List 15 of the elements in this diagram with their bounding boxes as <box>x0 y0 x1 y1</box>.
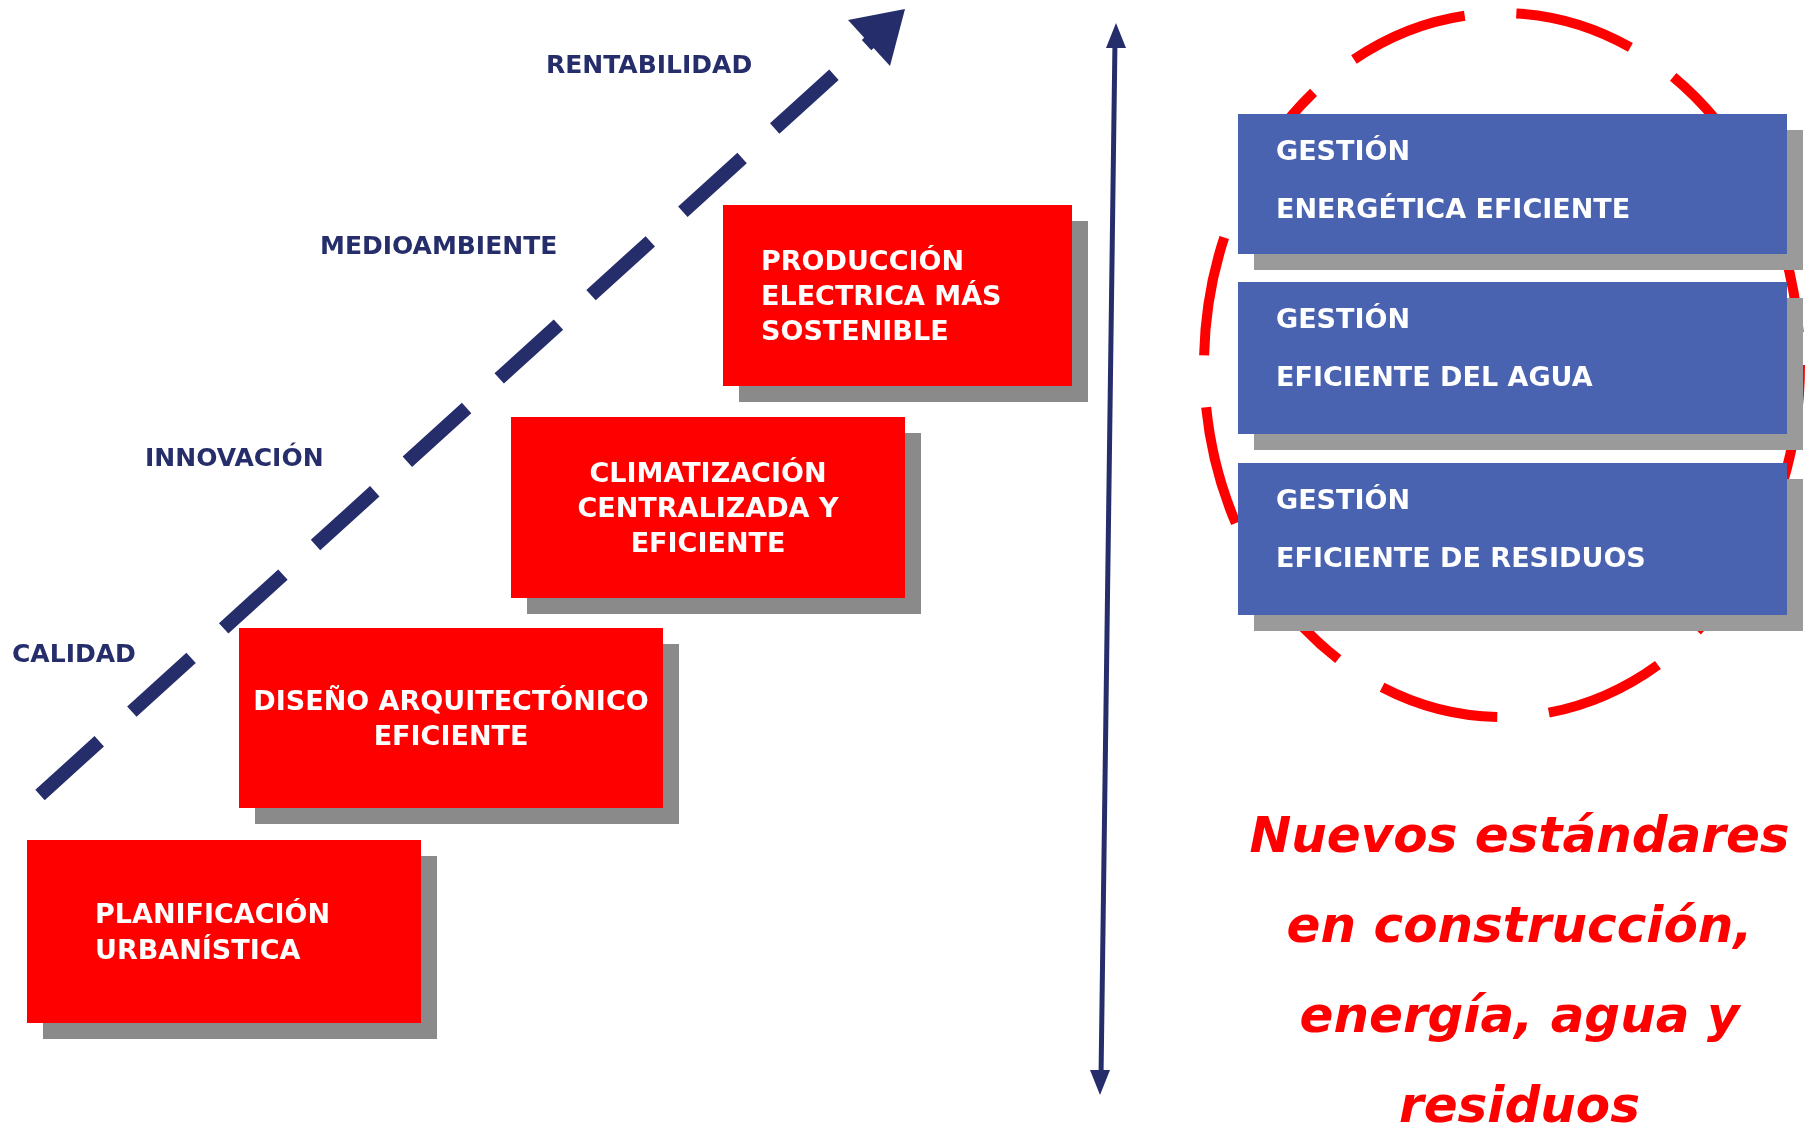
box-text: GESTIÓN <box>1276 483 1412 517</box>
box-text: ENERGÉTICA EFICIENTE <box>1276 192 1632 226</box>
axis-label: MEDIOAMBIENTE <box>320 231 558 260</box>
box-text: GESTIÓN <box>1276 134 1412 168</box>
box-text: GESTIÓN <box>1276 302 1412 336</box>
box-text: CLIMATIZACIÓN CENTRALIZADA Y EFICIENTE <box>576 455 840 561</box>
box-text: PRODUCCIÓN ELECTRICA MÁS SOSTENIBLE <box>761 243 1003 349</box>
box-text: EFICIENTE DEL AGUA <box>1276 360 1594 394</box>
box-text: PLANIFICACIÓN URBANÍSTICA <box>95 897 332 967</box>
axis-label: INNOVACIÓN <box>145 443 324 472</box>
slogan-text: Nuevos estándares en construcción, energía, agua y residuos <box>1248 805 1791 1126</box>
box-text: EFICIENTE DE RESIDUOS <box>1276 541 1647 575</box>
axis-label: RENTABILIDAD <box>546 50 753 79</box>
box-text: DISEÑO ARQUITECTÓNICO EFICIENTE <box>252 683 650 753</box>
axis-label: CALIDAD <box>12 639 136 668</box>
